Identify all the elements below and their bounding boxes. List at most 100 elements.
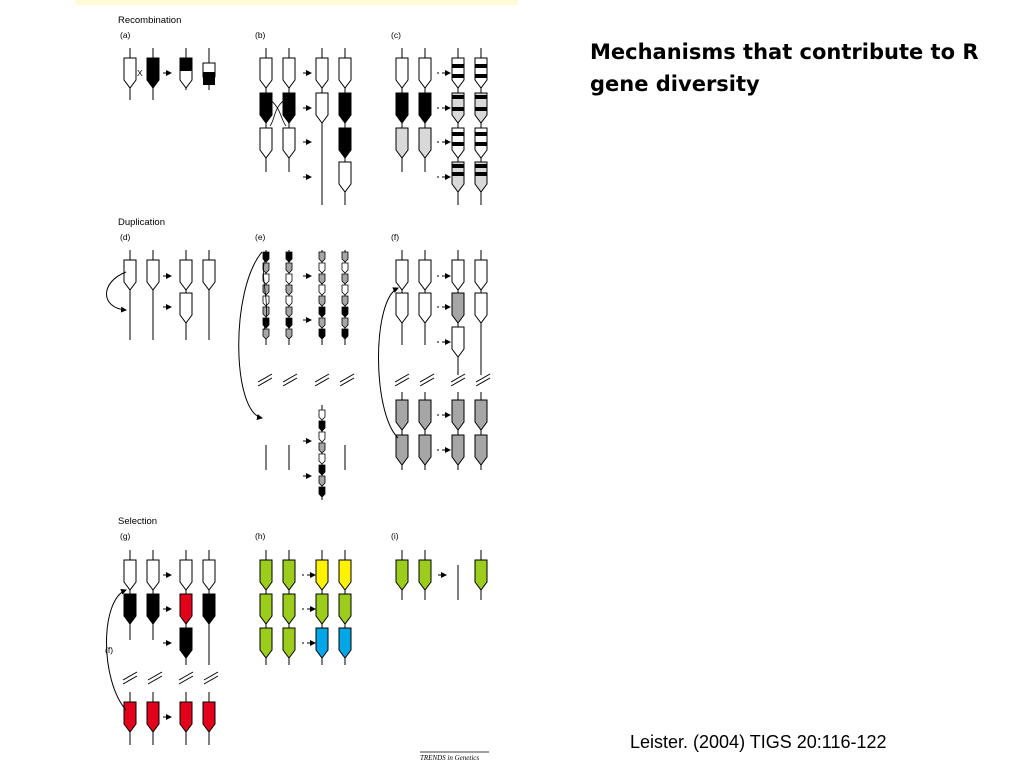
gene-arrow bbox=[338, 593, 352, 625]
gene-arrow bbox=[418, 292, 432, 324]
duplication-curve bbox=[238, 251, 263, 420]
break-mark bbox=[394, 373, 410, 383]
gene-bead bbox=[318, 262, 326, 274]
gene-band bbox=[203, 72, 215, 85]
gene-band bbox=[452, 142, 464, 146]
gene-bead bbox=[341, 262, 349, 274]
gene-bead bbox=[318, 306, 326, 318]
gene-arrow bbox=[451, 292, 465, 324]
gene-arrow bbox=[123, 259, 137, 291]
gene-bead bbox=[341, 317, 349, 329]
gene-bead bbox=[318, 317, 326, 329]
break-mark bbox=[257, 377, 273, 387]
gene-arrow bbox=[418, 399, 432, 431]
gene-arrow bbox=[474, 399, 488, 431]
gene-arrow bbox=[146, 57, 160, 89]
gene-arrow bbox=[395, 92, 409, 124]
gene-arrow bbox=[282, 559, 296, 591]
gene-arrow bbox=[179, 627, 193, 659]
gene-arrow bbox=[123, 57, 137, 89]
gene-bead bbox=[318, 251, 326, 263]
gene-arrow bbox=[418, 259, 432, 291]
header-band bbox=[75, 0, 518, 5]
section-duplication: Duplication bbox=[118, 217, 165, 228]
gene-band bbox=[452, 74, 464, 78]
gene-arrow bbox=[146, 559, 160, 591]
gene-arrow bbox=[338, 161, 352, 193]
gene-arrow bbox=[395, 559, 409, 591]
gene-arrow bbox=[146, 259, 160, 291]
gene-arrow bbox=[282, 593, 296, 625]
gene-band bbox=[452, 164, 464, 168]
gene-arrow bbox=[282, 57, 296, 89]
gene-bead bbox=[262, 306, 270, 318]
gene-arrow bbox=[474, 559, 488, 591]
gene-bead bbox=[285, 251, 293, 263]
gene-arrow bbox=[179, 292, 193, 324]
gene-arrow bbox=[338, 627, 352, 659]
crossover-mark: X bbox=[137, 68, 143, 78]
gene-bead bbox=[262, 251, 270, 263]
gene-arrow bbox=[395, 259, 409, 291]
break-mark bbox=[450, 373, 466, 383]
gene-arrow bbox=[202, 559, 216, 591]
gene-bead bbox=[341, 273, 349, 285]
gene-arrow bbox=[451, 161, 465, 193]
figure-drawing bbox=[106, 48, 491, 745]
gene-band bbox=[475, 107, 487, 111]
gene-arrow bbox=[282, 92, 296, 124]
gene-arrow bbox=[179, 559, 193, 591]
break-mark bbox=[203, 675, 219, 685]
gene-arrow bbox=[259, 127, 273, 159]
gene-bead bbox=[318, 409, 326, 421]
unequal-crossover-line bbox=[265, 95, 287, 127]
gene-bead bbox=[318, 431, 326, 443]
gene-arrow bbox=[146, 593, 160, 625]
gene-bead bbox=[341, 251, 349, 263]
gene-band bbox=[475, 164, 487, 168]
gene-arrow bbox=[179, 701, 193, 733]
gene-band bbox=[475, 132, 487, 136]
gene-band bbox=[452, 132, 464, 136]
reuse-curve bbox=[106, 589, 127, 711]
gene-arrow bbox=[395, 434, 409, 466]
gene-band bbox=[452, 95, 464, 99]
reuse-curve bbox=[378, 287, 399, 439]
gene-band bbox=[475, 95, 487, 99]
break-mark bbox=[178, 675, 194, 685]
section-selection: Selection bbox=[118, 516, 157, 527]
gene-arrow bbox=[146, 701, 160, 733]
gene-arrow bbox=[202, 593, 216, 625]
gene-arrow bbox=[179, 259, 193, 291]
gene-arrow bbox=[474, 161, 488, 193]
break-mark bbox=[147, 675, 163, 685]
gene-arrow bbox=[395, 292, 409, 324]
gene-bead bbox=[318, 420, 326, 432]
gene-bead bbox=[262, 273, 270, 285]
gene-bead bbox=[318, 442, 326, 454]
gene-bead bbox=[318, 453, 326, 465]
gene-bead bbox=[285, 284, 293, 296]
gene-arrow bbox=[474, 57, 488, 89]
gene-arrow bbox=[315, 627, 329, 659]
gene-arrow bbox=[259, 92, 273, 124]
gene-band bbox=[475, 172, 487, 176]
panel-f-label: (f) bbox=[391, 232, 399, 242]
gene-arrow bbox=[123, 593, 137, 625]
gene-arrow bbox=[338, 92, 352, 124]
break-mark bbox=[122, 675, 138, 685]
gene-arrow bbox=[315, 559, 329, 591]
gene-bead bbox=[318, 464, 326, 476]
gene-arrow bbox=[123, 701, 137, 733]
gene-band bbox=[452, 107, 464, 111]
gene-arrow bbox=[123, 559, 137, 591]
panel-b-label: (b) bbox=[255, 30, 266, 40]
gene-arrow bbox=[395, 57, 409, 89]
gene-arrow bbox=[259, 57, 273, 89]
gene-bead bbox=[318, 475, 326, 487]
gene-arrow bbox=[315, 593, 329, 625]
gene-arrow bbox=[315, 57, 329, 89]
break-mark bbox=[475, 377, 491, 387]
gene-bead bbox=[262, 284, 270, 296]
gene-arrow bbox=[451, 434, 465, 466]
